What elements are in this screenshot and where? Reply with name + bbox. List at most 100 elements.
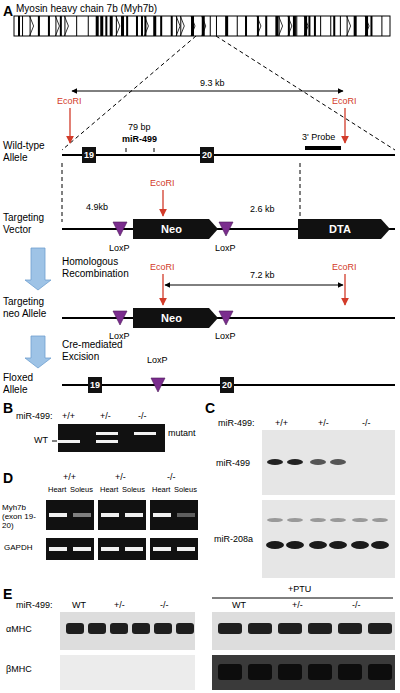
gene-structure-part [126,16,128,36]
gene-structure-part [14,16,390,36]
gene-structure-part [60,16,62,36]
gene-structure [14,16,390,36]
rt-pcr-gel-part [153,513,171,517]
gene-structure-part [18,16,20,36]
northern-blot-part [287,459,303,465]
gene-structure-part [365,16,368,36]
loxp-triangle-part [219,222,233,236]
rt-pcr-gel-part [101,513,119,517]
gene-structure-part [48,16,50,36]
gene-structure-part [265,16,267,36]
gene-structure-part [202,16,205,36]
gene-structure-part [340,16,341,36]
loxp-label: LoxP [147,355,168,365]
gene-structure-part [144,16,148,36]
protein-label: βMHC [6,664,32,674]
northern-blot-part [309,541,327,549]
northern-blot-part [262,500,395,578]
loxp-label: LoxP [215,331,236,341]
homology-dashes-part [62,163,63,222]
loxp-label: LoxP [215,243,236,253]
band-label: WT [34,435,48,445]
western-blot-part [218,623,242,634]
blot-label: miR-208a [214,534,253,544]
exon-box: 20 [220,377,234,393]
genotype: -/- [138,411,147,421]
tissue-label: Soleus [70,486,93,495]
cassette-arrow: DTA [298,219,390,239]
restriction-site: EcoRI [332,262,357,272]
gene-structure-part [296,16,297,36]
genotyping-gel-part [96,432,118,435]
genotype: -/- [362,418,371,428]
western-blot-part [154,623,172,634]
western-blot-part [368,623,392,634]
tissue-label: Soleus [174,486,197,495]
gene-structure-part [105,16,107,36]
gene-structure-part [237,16,238,36]
node-label: 20 [200,147,214,163]
northern-blot-part [286,541,304,549]
gene-structure-part [257,16,261,36]
genotype-header: miR-499: [16,600,53,610]
homology-dashes-part [62,36,196,150]
genotype-header: miR-499: [16,411,53,421]
step-label: Cre-mediated Excision [62,339,144,362]
node-label: 19 [88,377,102,393]
western-blot-part [212,598,393,599]
gene-structure-part [314,16,316,36]
gene-structure-part [55,16,59,36]
process-arrow-part [25,336,51,368]
ecori-site-arrow-part [344,274,345,305]
gene-structure-part [320,16,321,36]
fragment-size-arrow-part [165,285,343,286]
exon-box: 19 [88,377,102,393]
western-blot-part [308,664,332,680]
node-label: 19 [82,147,96,163]
genotyping-gel-part [58,424,165,452]
western-blot-part [338,664,362,680]
western-blot-part [176,623,194,634]
genotyping-gel [52,424,165,452]
node-label: DTA [298,219,390,239]
genotype-header: miR-499: [218,418,255,428]
gene-structure-part [110,16,113,36]
allele-name: Wild-type Allele [3,140,59,163]
gene-structure-part [225,16,228,36]
gene-structure-part [333,16,335,36]
loxp-triangle-part [113,311,127,325]
gene-structure-part [370,16,372,36]
node-label: Neo [133,308,218,328]
gene-structure-part [330,16,331,36]
gene-structure-part [347,16,351,36]
restriction-site: EcoRI [332,96,357,106]
gene-structure-part [180,16,184,36]
mirna-name: miR-499 [122,134,157,144]
northern-blot-part [352,518,368,522]
fragment-size: 7.2 kb [250,270,275,280]
gene-structure-part [275,16,278,36]
mir-499-site-part [154,148,155,152]
probe-bar [305,146,341,150]
gene-structure-part [116,16,120,36]
arm-length: 4.9kb [86,202,108,212]
allele-line-part [62,154,395,156]
rt-pcr-gel [46,500,198,560]
panel-letter: A [3,3,13,19]
gene-structure-part [210,16,211,36]
exon-box: 19 [82,147,96,163]
gene-structure-part [293,16,296,36]
homology-dashes [62,36,395,222]
genotype: -/- [352,600,361,610]
arrow-shape [133,219,218,239]
western-blot-part [278,664,302,680]
northern-blot-part [267,459,283,465]
rt-pcr-gel-part [98,500,146,530]
allele-line [62,155,395,385]
rt-pcr-gel-part [150,538,198,560]
northern-blot-part [330,518,346,522]
western-blot-part [308,623,332,634]
genotype: -/- [160,600,169,610]
genotype: +/- [115,472,126,482]
northern-blot-part [372,518,388,522]
